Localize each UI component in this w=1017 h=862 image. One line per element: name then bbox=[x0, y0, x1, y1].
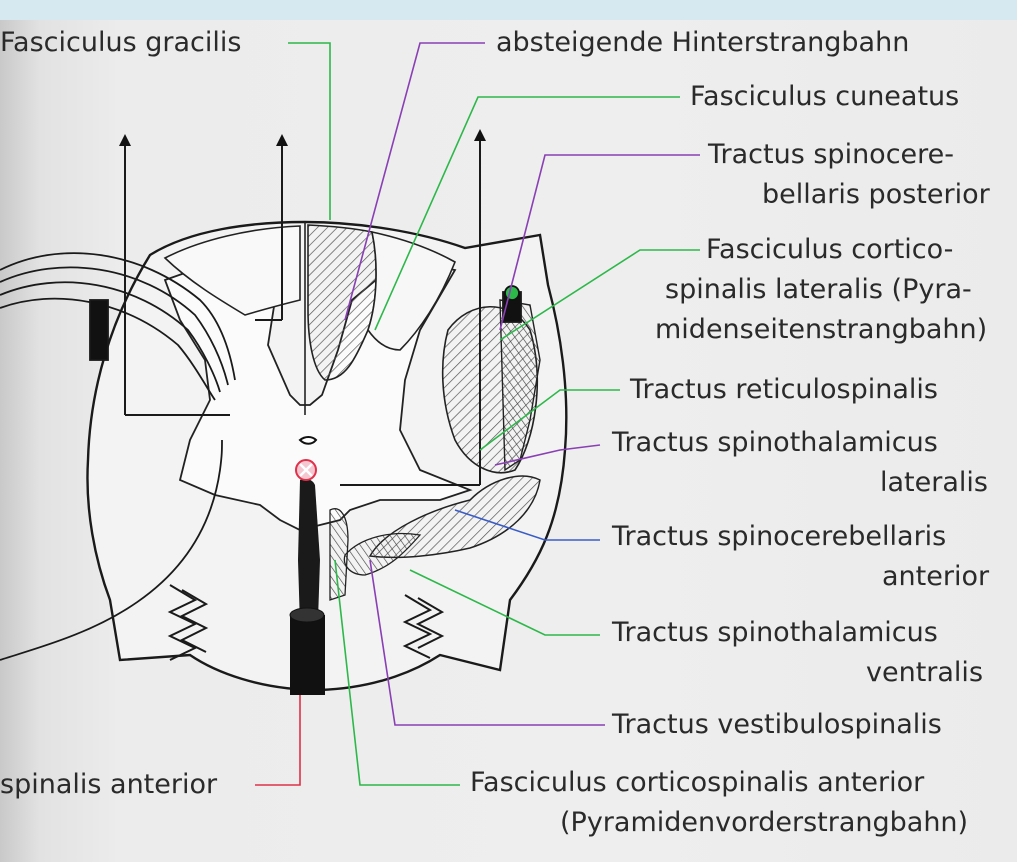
label-spinothalamicus-ventralis-1: Tractus spinothalamicus bbox=[612, 618, 938, 648]
label-spinothalamicus-ventralis-2: ventralis bbox=[866, 658, 983, 688]
label-reticulospinalis: Tractus reticulospinalis bbox=[630, 375, 938, 405]
label-corticospinalis-lateralis-3: midenseitenstrangbahn) bbox=[655, 315, 987, 345]
label-absteigende-hinterstrangbahn: absteigende Hinterstrangbahn bbox=[496, 28, 909, 58]
label-spinocerebellaris-anterior-1: Tractus spinocerebellaris bbox=[612, 522, 946, 552]
label-vestibulospinalis: Tractus vestibulospinalis bbox=[612, 710, 942, 740]
label-fasciculus-gracilis: Fasciculus gracilis bbox=[0, 28, 241, 58]
label-corticospinalis-anterior-2: (Pyramidenvorderstrangbahn) bbox=[560, 808, 968, 838]
label-spinocerebellaris-anterior-2: anterior bbox=[882, 562, 989, 592]
label-corticospinalis-lateralis-2: spinalis lateralis (Pyra- bbox=[665, 275, 972, 305]
label-spinalis-anterior: spinalis anterior bbox=[0, 770, 217, 800]
label-spinocerebellaris-posterior-1: Tractus spinocere- bbox=[708, 140, 954, 170]
label-corticospinalis-anterior-1: Fasciculus corticospinalis anterior bbox=[470, 768, 924, 798]
label-fasciculus-cuneatus: Fasciculus cuneatus bbox=[690, 82, 959, 112]
label-spinothalamicus-lateralis-1: Tractus spinothalamicus bbox=[612, 428, 938, 458]
label-corticospinalis-lateralis-1: Fasciculus cortico- bbox=[706, 235, 953, 265]
label-spinocerebellaris-posterior-2: bellaris posterior bbox=[762, 180, 990, 210]
label-spinothalamicus-lateralis-2: lateralis bbox=[880, 468, 988, 498]
